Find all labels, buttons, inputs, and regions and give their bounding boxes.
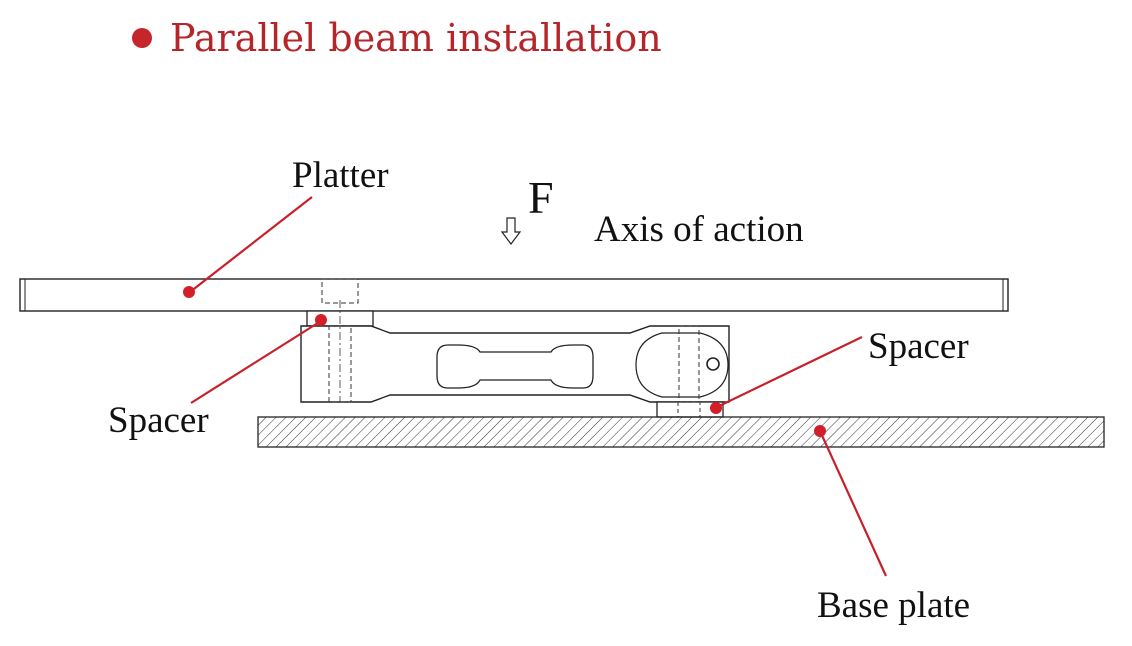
platter: [19, 278, 1009, 312]
axis-of-action-label: Axis of action: [594, 209, 804, 250]
marker-dot-platter: [183, 286, 195, 298]
page-title-text: Parallel beam installation: [170, 16, 662, 60]
leader-line-spacer-left: [190, 320, 322, 404]
spacer-left-label: Spacer: [108, 400, 209, 441]
spacer-right-label: Spacer: [868, 326, 969, 367]
marker-dot-spacer-left: [315, 314, 327, 326]
leader-line-base-plate: [818, 430, 888, 577]
base-plate: [257, 416, 1105, 448]
force-label: F: [528, 172, 554, 223]
bullet-icon: [132, 28, 152, 48]
leader-line-spacer-right: [714, 336, 863, 409]
marker-dot-base-plate: [814, 425, 826, 437]
platter-label: Platter: [292, 155, 389, 196]
marker-dot-spacer-right: [710, 402, 722, 414]
base-plate-label: Base plate: [817, 585, 970, 626]
force-arrow-icon: [500, 217, 522, 245]
page-title: Parallel beam installation: [132, 8, 662, 68]
leader-line-platter: [189, 196, 313, 293]
